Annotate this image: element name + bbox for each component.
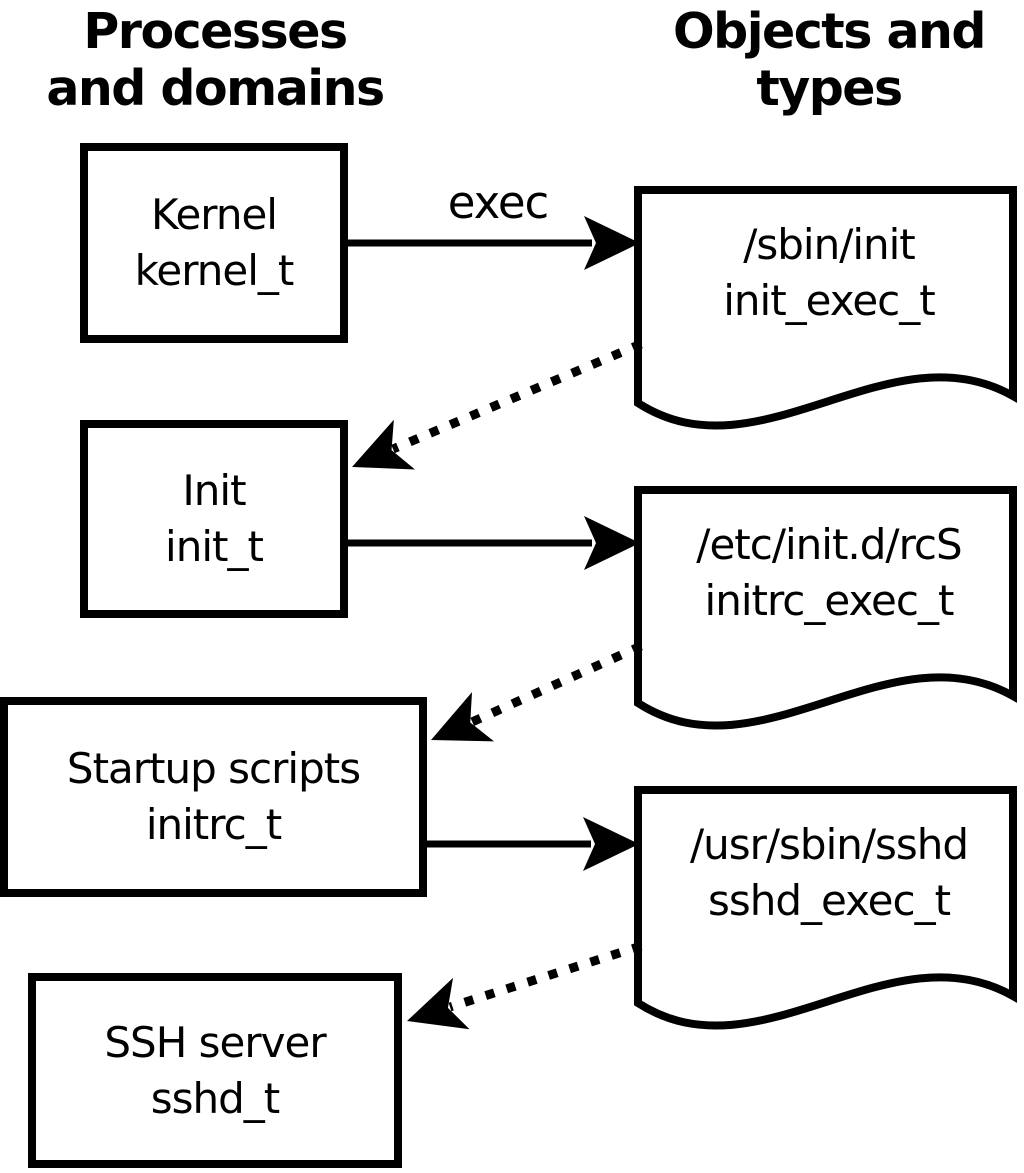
process-domain: init_t [165,522,264,571]
transition-arrow-sbin-init-to-init-icon [352,339,643,470]
process-box-kernel: Kernel kernel_t [80,143,348,343]
file-path: /usr/sbin/sshd [689,820,969,869]
exec-arrow-label: exec [447,176,550,229]
process-name: Startup scripts [66,744,361,793]
process-domain: sshd_t [150,1073,281,1123]
file-type: sshd_exec_t [707,876,951,925]
process-box-init: Init init_t [80,420,348,618]
file-path: /etc/init.d/rcS [696,520,962,569]
file-type: init_exec_t [723,276,935,325]
document-shape-etc-initd-rcs [634,486,1017,730]
exec-arrow-kernel-to-sbin-init-icon [348,216,640,270]
exec-arrow-init-to-etc-initd-rcs-icon [348,516,640,570]
document-shape-usr-sbin-sshd [634,786,1017,1030]
process-box-ssh-server-shape [28,973,402,1168]
transition-arrow-etc-initd-rcs-to-startup-scripts-icon [431,641,643,742]
object-file-usr-sbin-sshd: /usr/sbin/sshd sshd_exec_t [640,794,1018,952]
process-box-kernel-shape [80,143,348,343]
document-shape-sbin-init [634,186,1017,430]
header-line: types [756,60,903,117]
process-domain: initrc_t [145,800,282,849]
exec-arrow-startup-scripts-to-usr-sbin-sshd-icon [427,817,639,871]
object-file-sbin-init: /sbin/init init_exec_t [640,194,1018,352]
transition-arrow-usr-sbin-sshd-to-ssh-server-icon [407,941,643,1030]
file-type: initrc_exec_t [704,576,955,625]
process-box-ssh-server: SSH server sshd_t [28,973,402,1168]
header-line: and domains [46,60,385,117]
column-header-processes-and-domains: Processes and domains [18,3,412,117]
process-box-startup-scripts-shape [0,697,427,897]
header-line: Objects and [673,3,986,60]
file-path: /sbin/init [743,220,916,269]
process-box-init-shape [80,420,348,618]
process-domain: kernel_t [134,246,295,295]
column-header-objects-and-types: Objects and types [633,3,1024,117]
process-name: Kernel [151,190,278,239]
process-name: Init [182,466,246,515]
process-box-startup-scripts: Startup scripts initrc_t [0,697,427,897]
header-line: Processes [83,3,348,60]
process-name: SSH server [104,1017,326,1067]
object-file-etc-initd-rcs: /etc/init.d/rcS initrc_exec_t [640,494,1018,652]
